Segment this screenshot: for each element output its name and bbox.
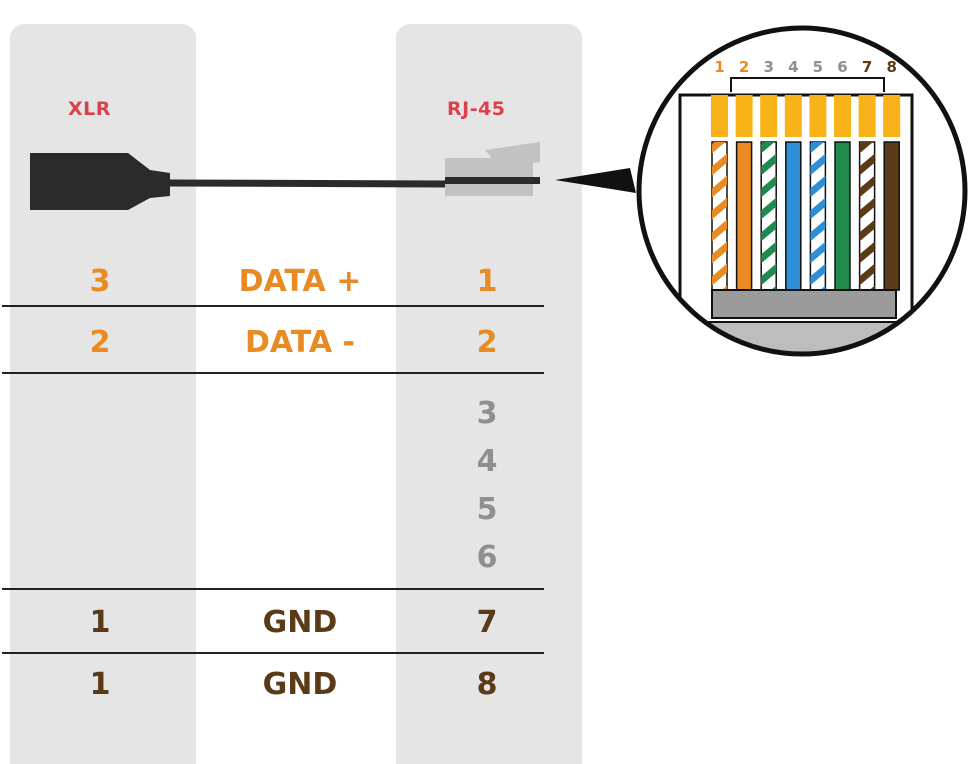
pin-number-8: 8 (886, 58, 896, 76)
pin-number-6: 6 (837, 58, 847, 76)
signal-row-7: GND (262, 605, 338, 640)
gold-contact-5 (809, 95, 827, 137)
pin-number-7: 7 (862, 58, 872, 76)
contact-bracket (730, 77, 885, 92)
pin-number-5: 5 (813, 58, 823, 76)
pin-number-2: 2 (739, 58, 749, 76)
rj45-pin-row-4: 4 (476, 444, 498, 479)
rj45-pin-row-6: 6 (476, 540, 498, 575)
rj45-plug-icon (445, 142, 540, 196)
rj45-pin-row-3: 3 (476, 396, 498, 431)
rj45-pin-row-5: 5 (476, 492, 498, 527)
wire-8 (883, 141, 900, 291)
divider-line (2, 305, 544, 307)
wire-stripes-5 (810, 142, 826, 290)
divider-line (2, 372, 544, 374)
xlr-column-background (10, 24, 196, 764)
xlr-pin-row-1: 3 (89, 264, 111, 299)
wire-stripes-3 (761, 142, 777, 290)
gold-contact-7 (858, 95, 876, 137)
divider-line (2, 652, 544, 654)
rj45-pin-row-1: 1 (476, 264, 498, 299)
rj45-pin-row-2: 2 (476, 325, 498, 360)
wire-stripes-1 (712, 142, 727, 290)
rj45-column-background (396, 24, 582, 764)
strain-relief (711, 289, 897, 319)
gold-contact-4 (784, 95, 802, 137)
rj45-pin-row-7: 7 (476, 605, 498, 640)
zoom-circle-border (636, 25, 968, 357)
gold-contact-6 (834, 95, 851, 137)
pin-number-3: 3 (763, 58, 773, 76)
cable-line (167, 179, 449, 188)
rj45-pin-row-8: 8 (476, 667, 498, 702)
divider-line (2, 588, 544, 590)
signal-row-2: DATA - (244, 325, 356, 360)
wire-stripes-7 (859, 142, 875, 290)
xlr-plug-icon (30, 153, 170, 210)
gold-contact-8 (883, 95, 901, 137)
pin-number-1: 1 (714, 58, 724, 76)
signal-row-8: GND (262, 667, 338, 702)
xlr-header: XLR (68, 98, 111, 120)
wire-strands (711, 141, 900, 291)
gold-contacts (711, 95, 901, 137)
xlr-pin-row-2: 2 (89, 325, 111, 360)
xlr-pin-row-8: 1 (89, 667, 111, 702)
gold-contact-1 (711, 95, 728, 137)
wire-6 (834, 141, 851, 291)
wire-2 (735, 141, 753, 291)
rj45-header: RJ-45 (447, 98, 506, 120)
gold-contact-3 (760, 95, 778, 137)
xlr-pin-row-7: 1 (89, 605, 111, 640)
pin-number-4: 4 (788, 58, 798, 76)
zoom-pointer (555, 168, 636, 193)
signal-row-1: DATA + (238, 264, 362, 299)
wire-4 (785, 141, 802, 291)
gold-contact-2 (735, 95, 753, 137)
